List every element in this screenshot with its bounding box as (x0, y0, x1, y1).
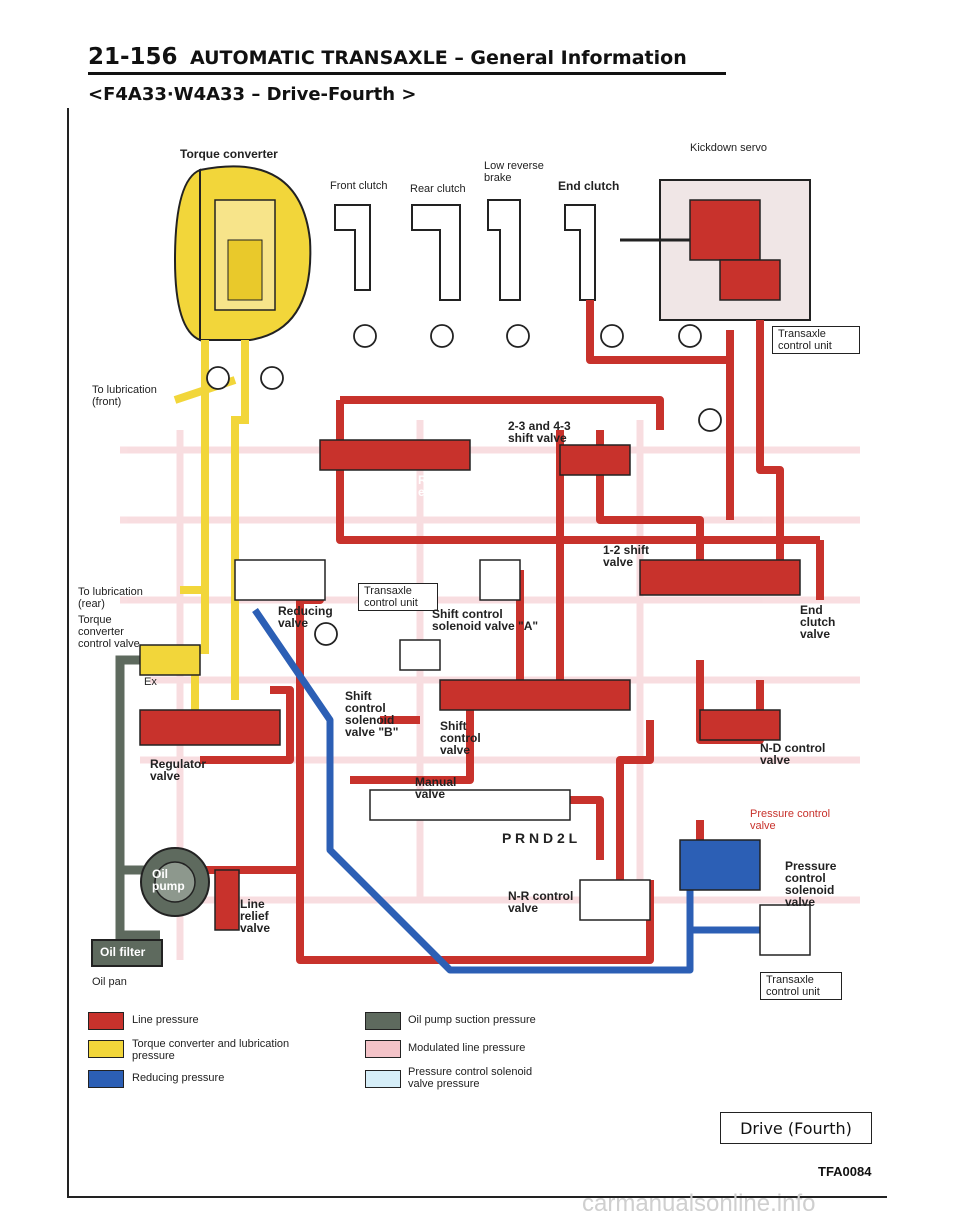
legend-label-line-pressure: Line pressure (132, 1014, 199, 1026)
shift-control-valve-label: Shift control valve (440, 719, 481, 757)
legend-swatch-modulated (365, 1040, 401, 1058)
clutch-packs (334, 199, 596, 301)
watermark: carmanualsonline.info (582, 1190, 816, 1217)
valve-bodies (139, 439, 811, 956)
page-margin-rule (67, 108, 69, 1198)
legend-label-suction: Oil pump suction pressure (408, 1014, 536, 1026)
end-clutch-label: End clutch (558, 179, 620, 193)
oil-pan-label: Oil pan (92, 976, 127, 988)
suction-lines (115, 655, 160, 940)
rear-clutch-exhaust-valve-label: Rear clutch exhaust valve (418, 473, 497, 499)
legend-swatch-lube (88, 1040, 124, 1058)
transaxle-control-unit-label-1: Transaxle control unit (772, 326, 860, 354)
rear-clutch-label: Rear clutch (410, 183, 466, 195)
legend-swatch-suction (365, 1012, 401, 1030)
page-title: AUTOMATIC TRANSAXLE – General Informatio… (190, 47, 687, 69)
legend-label-lube: Torque converter and lubrication pressur… (132, 1038, 290, 1062)
drive-mode-box: Drive (Fourth) (720, 1112, 872, 1144)
legend-label-modulated: Modulated line pressure (408, 1042, 526, 1054)
legend-label-reducing: Reducing pressure (132, 1072, 225, 1084)
legend-swatch-solenoid (365, 1070, 401, 1088)
page-number: 21-156 (88, 44, 178, 70)
low-reverse-brake-label: Low reverse brake (484, 160, 544, 184)
exhaust-port-label: Ex (144, 676, 157, 688)
orifice-symbols (206, 324, 722, 646)
manual-valve-label: Manual valve (415, 775, 457, 801)
regulator-valve-label: Regulator valve (150, 757, 207, 783)
shift-position-label: P R N D 2 L (502, 830, 578, 846)
pressure-control-solenoid-label: Pressure control solenoid valve (785, 859, 837, 909)
shift-valve-23-43-label: 2-3 and 4-3 shift valve (508, 419, 571, 445)
oil-filter-shape (91, 939, 163, 967)
nd-control-valve-label: N-D control valve (760, 741, 826, 767)
shift-control-solenoid-b-label: Shift control solenoid valve "B" (345, 689, 399, 739)
nr-control-valve-label: N-R control valve (508, 889, 574, 915)
footer-rule (67, 1196, 887, 1198)
torque-converter-control-valve-label: Torque converter control valve (78, 614, 140, 650)
legend-swatch-reducing (88, 1070, 124, 1088)
legend-swatch-line-pressure (88, 1012, 124, 1030)
reducing-valve-label: Reducing valve (278, 604, 333, 630)
pressure-control-valve-label: Pressure control valve (750, 808, 831, 832)
header-rule (88, 72, 726, 75)
oil-pump-shape (140, 847, 210, 917)
shift-valve-12-label: 1-2 shift valve (603, 543, 650, 569)
transaxle-control-unit-label-2: Transaxle control unit (358, 583, 438, 611)
torque-converter-shape (173, 165, 312, 342)
front-clutch-label: Front clutch (330, 180, 388, 192)
to-lubrication-front-label: To lubrication (front) (92, 384, 157, 408)
torque-converter-label: Torque converter (180, 147, 278, 161)
transaxle-control-unit-label-3: Transaxle control unit (760, 972, 842, 1000)
figure-code: TFA0084 (818, 1164, 872, 1179)
page-subtitle: <F4A33·W4A33 – Drive-Fourth > (88, 84, 417, 105)
end-clutch-valve-label: End clutch valve (800, 603, 836, 641)
shift-control-solenoid-a-label: Shift control solenoid valve "A" (432, 607, 539, 633)
oil-pump-label: Oil pump (152, 867, 185, 893)
kickdown-servo-shape (620, 179, 811, 321)
line-relief-valve-label: Line relief valve (240, 897, 271, 935)
to-lubrication-rear-label: To lubrication (rear) (78, 586, 143, 610)
kickdown-servo-label: Kickdown servo (690, 142, 768, 154)
oil-filter-label: Oil filter (100, 945, 146, 959)
legend-label-solenoid: Pressure control solenoid valve pressure (408, 1066, 533, 1090)
